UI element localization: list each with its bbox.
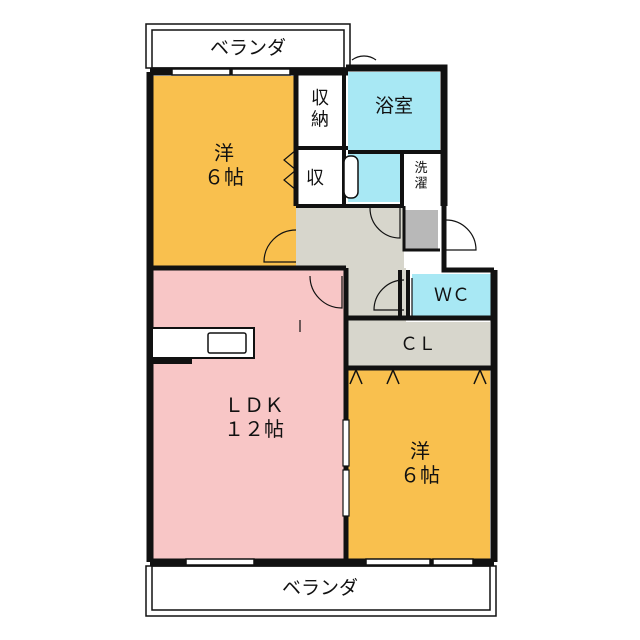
kitchen-counter <box>151 327 255 364</box>
western-room-2-label: 洋６帖 <box>400 439 440 487</box>
sliding-door <box>342 419 350 517</box>
wc-label: ＷＣ <box>434 285 470 306</box>
storage-2 <box>300 152 330 202</box>
washbasin <box>343 155 359 199</box>
storage-1-label: 収納 <box>311 88 329 131</box>
veranda-bottom-label: ベランダ <box>282 577 358 599</box>
ldk-room <box>150 268 346 562</box>
veranda-top-label: ベランダ <box>210 37 286 59</box>
wc <box>412 274 492 316</box>
closet-label: ＣＬ <box>400 334 436 355</box>
veranda-bottom <box>145 565 497 617</box>
laundry <box>402 152 440 202</box>
storage-2-label: 収 <box>306 168 324 189</box>
ldk-label: ＬＤＫ１２帖 <box>224 393 284 441</box>
walls <box>146 64 498 566</box>
western-room-1 <box>150 76 296 268</box>
shower-area <box>404 210 438 250</box>
windows <box>171 68 474 566</box>
closet <box>346 322 490 368</box>
closet-door-marks <box>349 369 487 385</box>
closet-doors <box>283 149 301 332</box>
veranda-top <box>145 23 351 69</box>
bathroom-label: 浴室 <box>375 95 413 117</box>
storage-1 <box>300 76 340 144</box>
door-swings <box>263 55 477 316</box>
hallway-lower <box>346 268 406 322</box>
laundry-label: 洗濯 <box>414 161 427 192</box>
bathroom <box>348 72 440 152</box>
western-room-2 <box>346 368 490 562</box>
western-room-1-label: 洋６帖 <box>204 141 244 189</box>
